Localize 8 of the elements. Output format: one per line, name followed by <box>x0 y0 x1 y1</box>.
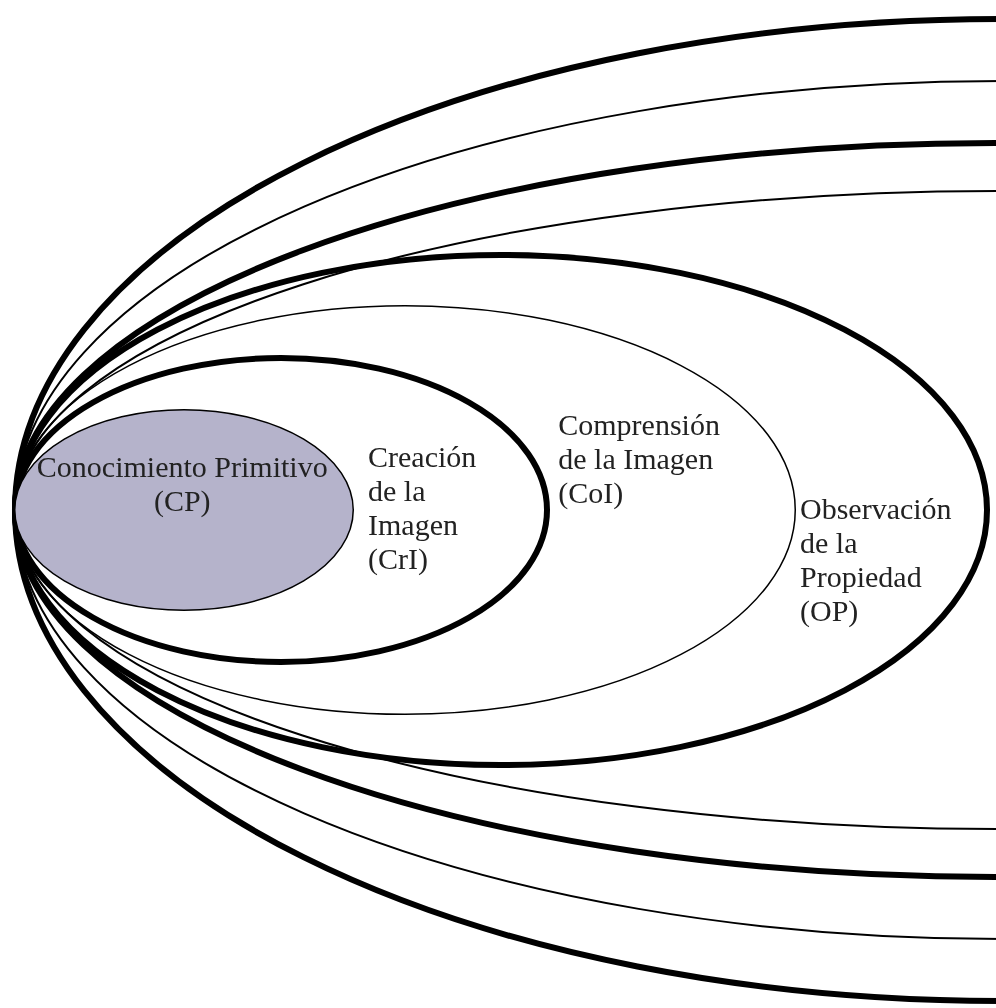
region-label: Conocimiento Primitivo (CP) <box>35 450 329 518</box>
ellipse-region <box>12 355 550 665</box>
ellipse-region <box>14 409 355 611</box>
region-label: Observación de la Propiedad (OP) <box>800 492 953 628</box>
ellipse-region <box>14 305 797 715</box>
region-label: Creación de la Imagen (CrI) <box>368 440 478 576</box>
ellipse-region <box>12 252 990 768</box>
region-label: Comprensión de la Imagen (CoI) <box>558 408 721 510</box>
